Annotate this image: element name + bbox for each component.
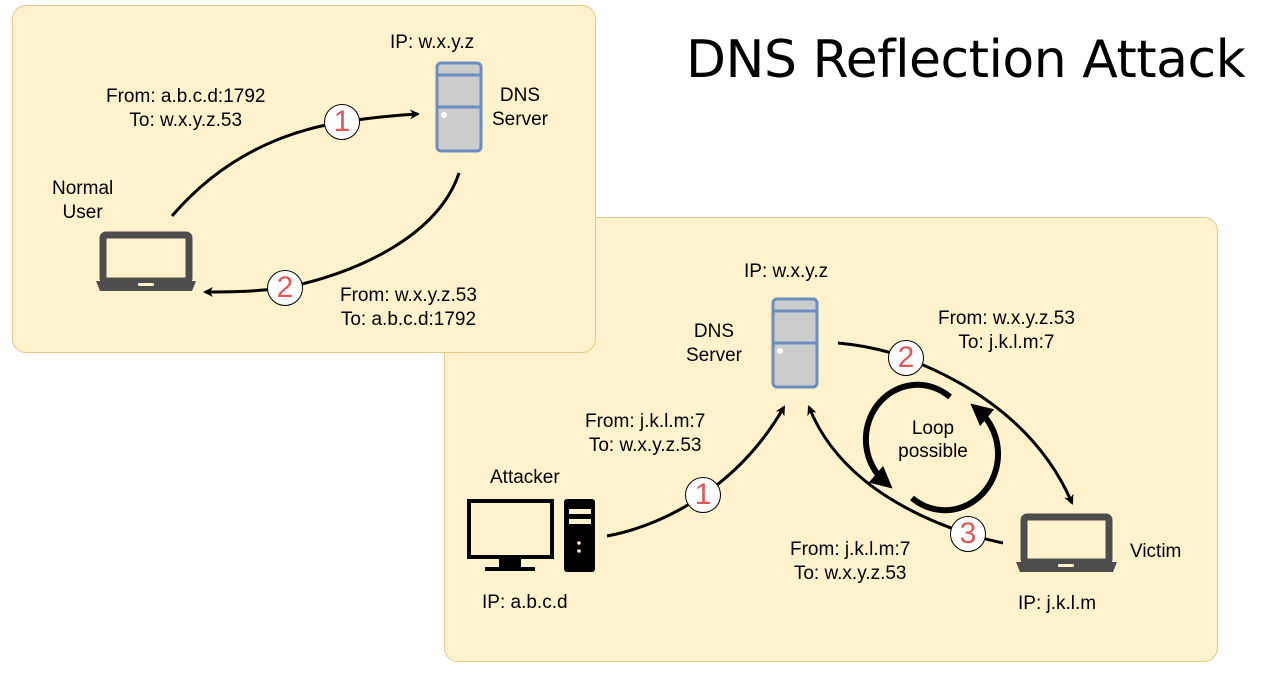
step-badge-1: 1 xyxy=(324,104,360,140)
page-title: DNS Reflection Attack xyxy=(686,30,1246,90)
step-badge-2: 2 xyxy=(888,340,924,376)
attacker-ip-label: IP: a.b.c.d xyxy=(482,592,568,613)
step1-packet-label: From: j.k.l.m:7 To: w.x.y.z.53 xyxy=(585,411,706,456)
response-packet-label: From: w.x.y.z.53 To: a.b.c.d:1792 xyxy=(340,285,477,330)
normal-user-label: Normal User xyxy=(52,178,114,223)
step2-packet-label: From: w.x.y.z.53 To: j.k.l.m:7 xyxy=(938,308,1075,353)
dns-server-label: DNS Server xyxy=(686,321,742,366)
victim-ip-label: IP: j.k.l.m xyxy=(1018,593,1097,614)
step-badge-2: 2 xyxy=(267,270,303,306)
request-packet-label: From: a.b.c.d:1792 To: w.x.y.z.53 xyxy=(106,86,266,131)
server-ip-label: IP: w.x.y.z xyxy=(744,261,829,282)
server-ip-label: IP: w.x.y.z xyxy=(390,32,475,53)
attacker-label: Attacker xyxy=(490,467,560,488)
victim-label: Victim xyxy=(1130,541,1182,562)
step-badge-1: 1 xyxy=(685,477,721,513)
step-badge-3: 3 xyxy=(950,516,986,552)
dns-server-label: DNS Server xyxy=(492,85,548,130)
loop-possible-label: Loop possible xyxy=(898,418,968,462)
step3-packet-label: From: j.k.l.m:7 To: w.x.y.z.53 xyxy=(790,539,911,584)
